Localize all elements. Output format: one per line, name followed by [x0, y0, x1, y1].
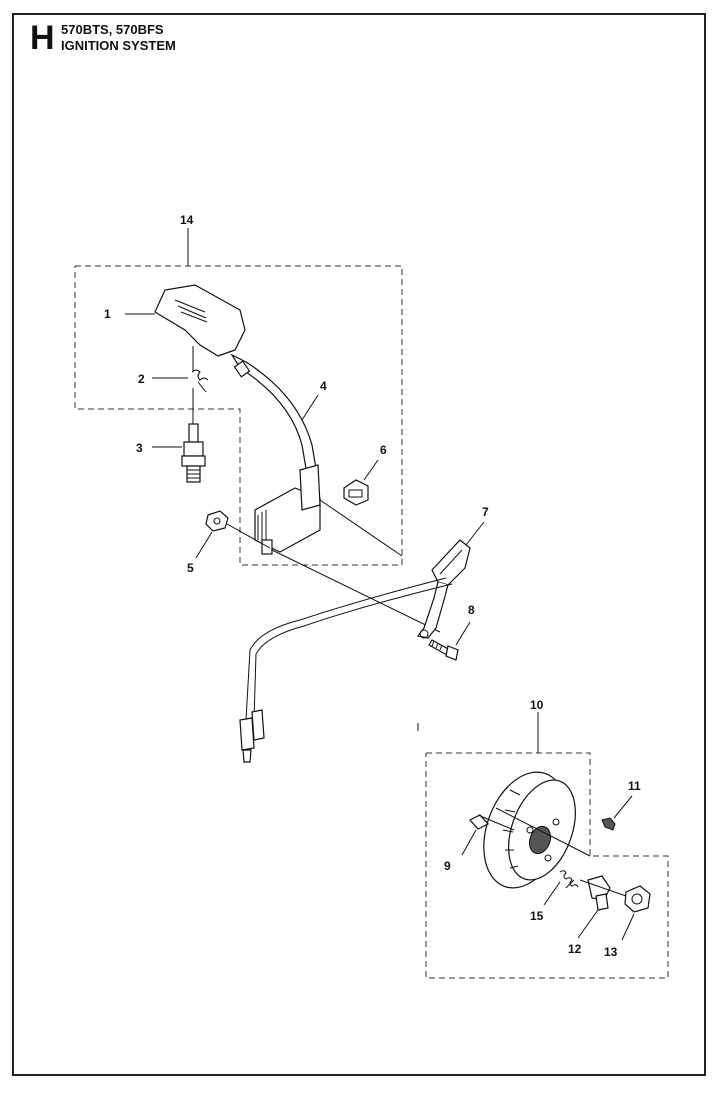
callout-8: 8: [468, 603, 475, 617]
callout-10: 10: [530, 698, 544, 712]
part-12-pawl: [587, 875, 611, 911]
callout-15: 15: [530, 909, 544, 923]
callout-9: 9: [444, 859, 451, 873]
part-2-spring: [191, 346, 209, 425]
callout-12: 12: [568, 942, 582, 956]
callout-2: 2: [138, 372, 145, 386]
part-9-key: [469, 814, 489, 830]
callout-4: 4: [320, 379, 327, 393]
section-letter: H: [30, 19, 55, 57]
callout-13: 13: [604, 945, 618, 959]
part-3-spark-plug: [181, 423, 206, 483]
section-title: IGNITION SYSTEM: [61, 38, 176, 53]
callout-1: 1: [104, 307, 111, 321]
flywheel: [483, 771, 576, 889]
part-8-screw: [428, 639, 459, 661]
part-7-short-circuit-cable: [239, 539, 471, 763]
page-frame: [12, 13, 706, 1076]
part-11-woodruff-key: [601, 817, 616, 831]
part-1-spark-plug-cap: [154, 284, 246, 357]
part-6-cable-clamp: [343, 479, 369, 506]
ignition-module: [254, 464, 321, 555]
callout-14: 14: [180, 213, 194, 227]
callout-11: 11: [628, 779, 641, 793]
group-10-boundary: [425, 752, 669, 979]
part-13-flywheel-nut: [624, 885, 651, 913]
callout-3: 3: [136, 441, 143, 455]
part-5-nut: [205, 510, 229, 532]
callout-6: 6: [380, 443, 387, 457]
callout-7: 7: [482, 505, 489, 519]
model-name: 570BTS, 570BFS: [61, 22, 164, 37]
part-15-spring: [559, 870, 579, 889]
callout-5: 5: [187, 561, 194, 575]
